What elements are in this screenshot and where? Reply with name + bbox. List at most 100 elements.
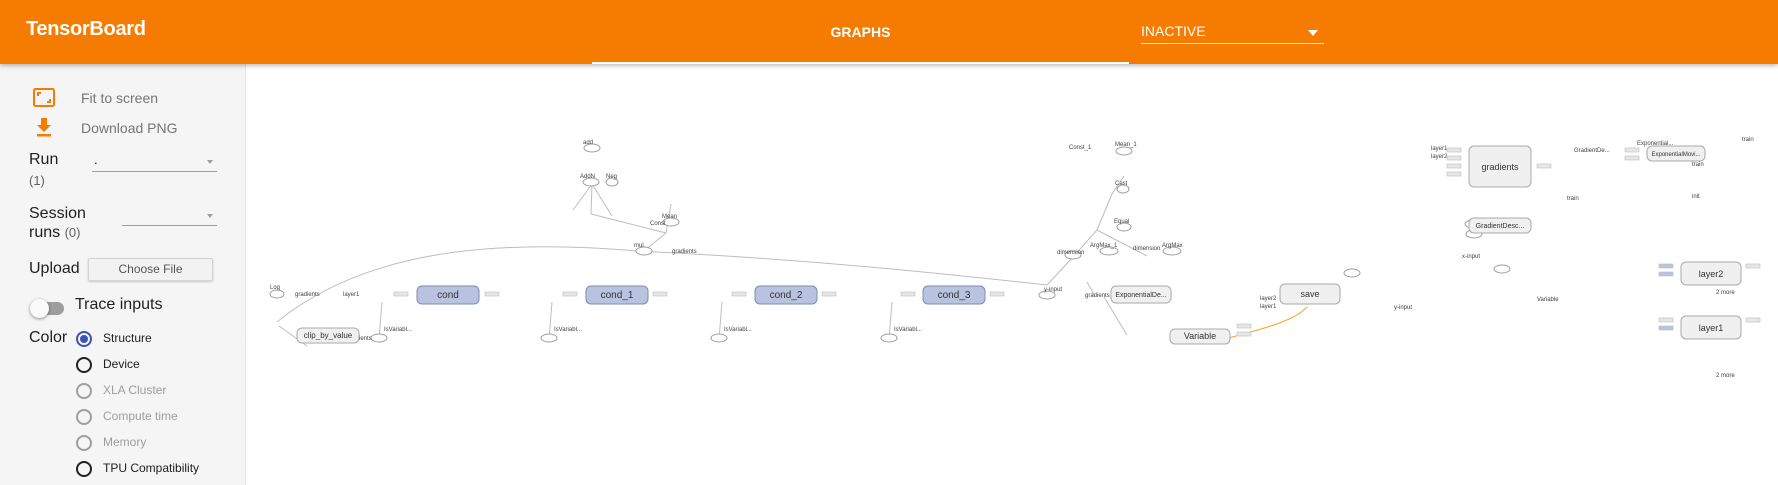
- node-clip-by-value[interactable]: clip_by_value: [296, 327, 360, 344]
- node-variable[interactable]: Variable: [1169, 328, 1231, 345]
- radio-xla-cluster-label: XLA Cluster: [103, 383, 167, 397]
- log-label: Log: [270, 285, 280, 291]
- color-option-device[interactable]: Device: [74, 355, 244, 375]
- isvariable-label-1: IsVariabl...: [554, 327, 582, 333]
- init-label: init: [1692, 194, 1700, 200]
- layer1-save-label: layer1: [1260, 304, 1277, 310]
- app-title: TensorBoard: [26, 18, 146, 40]
- run-count: (1): [29, 173, 45, 188]
- graph-controls-sidebar: Fit to screen Download PNG Run (1) . Ses…: [0, 64, 246, 485]
- train-label-3: train: [1692, 162, 1704, 168]
- node-gradients-label: gradients: [1481, 162, 1519, 172]
- toggle-thumb: [30, 299, 49, 318]
- gradients-label-mul: gradients: [672, 249, 697, 255]
- session-runs-label-line1: Session: [29, 205, 86, 222]
- mul-label: mul: [634, 243, 644, 249]
- graph-canvas[interactable]: Log add AddN Neg Mean Const mul y-input …: [247, 64, 1778, 485]
- download-png-label: Download PNG: [81, 120, 178, 136]
- node-variable-label: Variable: [1184, 331, 1216, 341]
- mean-1-label: Mean_1: [1115, 142, 1137, 148]
- tab-graphs[interactable]: GRAPHS: [592, 0, 1129, 64]
- variable-label: Variable: [1537, 297, 1559, 303]
- equal-label: Equal: [1114, 219, 1129, 225]
- node-cond-3-label: cond_3: [938, 290, 971, 301]
- gradients-label-yinput: gradients: [1085, 293, 1110, 299]
- run-dropdown-arrow-icon: [207, 160, 213, 164]
- color-label: Color: [29, 329, 68, 346]
- session-runs-label-text: runs: [29, 224, 61, 241]
- node-cond-1-label: cond_1: [601, 290, 634, 301]
- fit-to-screen-button[interactable]: Fit to screen: [0, 86, 246, 110]
- radio-structure-label: Structure: [103, 331, 152, 345]
- gradients-label-log: gradients: [295, 292, 320, 298]
- addn-label: AddN: [580, 174, 595, 180]
- node-exponential-decay-label: ExponentialDe...: [1115, 292, 1166, 299]
- neg-label: Neg: [606, 174, 617, 180]
- radio-compute-time: [76, 409, 92, 425]
- node-exponential-moving-label: ExponentialMovi...: [1651, 152, 1700, 158]
- radio-xla-cluster: [76, 383, 92, 399]
- const-1-label: Const_1: [1069, 145, 1092, 151]
- node-exponential-decay[interactable]: ExponentialDe...: [1110, 285, 1172, 304]
- radio-structure[interactable]: [76, 331, 92, 347]
- layer2-in-label: layer2: [1431, 154, 1448, 160]
- radio-tpu-compatibility[interactable]: [76, 461, 92, 477]
- isvariable-label-3: IsVariabl...: [894, 327, 922, 333]
- x-input-label: x-input: [1462, 254, 1480, 260]
- upload-label: Upload: [29, 260, 80, 277]
- node-gradient-descent[interactable]: GradientDesc...: [1468, 217, 1532, 234]
- gradients-out-label: GradientDe...: [1574, 148, 1610, 154]
- cast-label: Cast: [1115, 181, 1128, 187]
- fit-screen-icon: [33, 88, 55, 107]
- layer1-cond-label-in: layer1: [343, 292, 360, 298]
- node-layer2-label: layer2: [1699, 269, 1724, 279]
- dropdown-arrow-icon: [1308, 30, 1318, 36]
- node-cond[interactable]: cond: [416, 285, 480, 305]
- radio-memory-label: Memory: [103, 435, 147, 449]
- node-exponential-moving[interactable]: ExponentialMovi...: [1646, 145, 1706, 162]
- argmax-1-label: ArgMax_1: [1090, 243, 1118, 249]
- isvariable-label-2: IsVariabl...: [724, 327, 752, 333]
- node-layer2[interactable]: layer2: [1680, 261, 1742, 286]
- trace-inputs-toggle[interactable]: [30, 297, 66, 319]
- layer2-save-label: layer2: [1260, 296, 1277, 302]
- node-cond-2-label: cond_2: [770, 290, 803, 301]
- run-select-value: .: [94, 152, 98, 167]
- radio-device-label: Device: [103, 357, 140, 371]
- color-option-memory: Memory: [74, 433, 244, 453]
- mean-label: Mean: [662, 214, 677, 220]
- inactive-dashboards-select[interactable]: INACTIVE: [1141, 20, 1324, 44]
- exp-short-label: Exponential...: [1637, 141, 1674, 147]
- choose-file-button[interactable]: Choose File: [88, 258, 213, 281]
- color-option-tpu-compatibility[interactable]: TPU Compatibility: [74, 459, 244, 479]
- download-icon: [37, 118, 51, 137]
- isvariable-label-0: IsVariabl...: [384, 327, 412, 333]
- layer1-clip-label: layer1: [247, 338, 248, 344]
- trace-inputs-label: Trace inputs: [75, 296, 163, 313]
- add-label: add: [583, 140, 593, 146]
- node-layer1[interactable]: layer1: [1680, 315, 1742, 340]
- radio-compute-time-label: Compute time: [103, 409, 178, 423]
- session-dropdown-arrow-icon: [207, 214, 213, 218]
- tab-graphs-label: GRAPHS: [830, 24, 891, 40]
- session-runs-select[interactable]: [122, 206, 217, 226]
- color-option-compute-time: Compute time: [74, 407, 244, 427]
- node-cond-3[interactable]: cond_3: [922, 285, 986, 305]
- train-label: train: [1567, 196, 1579, 202]
- download-png-button[interactable]: Download PNG: [0, 116, 246, 140]
- radio-tpu-compatibility-label: TPU Compatibility: [103, 461, 200, 475]
- y-input-label: y-input: [1044, 287, 1062, 293]
- y-input-label-2: y-input: [1394, 305, 1412, 311]
- run-select[interactable]: .: [92, 152, 217, 172]
- node-cond-2[interactable]: cond_2: [754, 285, 818, 305]
- more-label-layer2: 2 more: [1716, 290, 1735, 296]
- more-label-layer1: 2 more: [1716, 373, 1735, 379]
- node-cond-1[interactable]: cond_1: [585, 285, 649, 305]
- node-gradients[interactable]: gradients: [1468, 145, 1532, 188]
- dimension-label-2: dimension: [1133, 246, 1160, 252]
- node-layer1-label: layer1: [1699, 323, 1724, 333]
- color-option-structure[interactable]: Structure: [74, 329, 244, 349]
- graph-svg[interactable]: Log add AddN Neg Mean Const mul y-input …: [247, 64, 1778, 485]
- node-save[interactable]: save: [1279, 283, 1341, 305]
- radio-device[interactable]: [76, 357, 92, 373]
